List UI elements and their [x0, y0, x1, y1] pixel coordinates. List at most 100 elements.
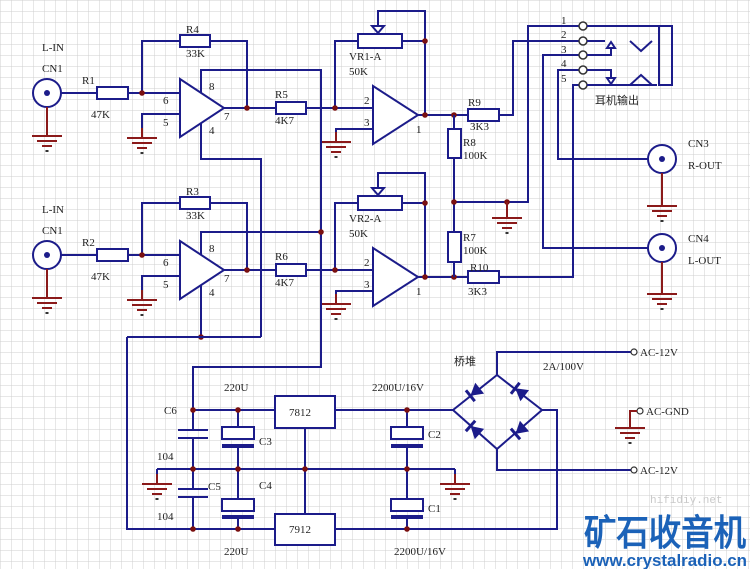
- junction-dot: [139, 90, 145, 96]
- electrolytic-capacitor: [390, 426, 424, 440]
- wire: [587, 48, 612, 56]
- jack-pin-label: 5: [561, 73, 567, 85]
- wire: [141, 275, 180, 290]
- diode-icon: [464, 382, 485, 403]
- c6-ref: C6: [164, 405, 177, 417]
- diode-bar: [464, 419, 477, 433]
- electrolytic-capacitor: [390, 498, 424, 512]
- junction-dot: [451, 199, 457, 205]
- wire: [141, 202, 180, 255]
- junction-dot: [235, 407, 241, 413]
- pot-ref: VR2-A: [349, 213, 381, 225]
- pin-label: 3: [364, 117, 370, 129]
- junction-dot: [302, 466, 308, 472]
- ground-icon: [660, 220, 664, 222]
- cn4-ref: CN4: [688, 233, 709, 245]
- ac-top-label: AC-12V: [640, 347, 678, 359]
- wire: [496, 351, 631, 375]
- jack-contact-icon: [605, 77, 617, 86]
- diode-icon: [509, 381, 530, 402]
- pin-label: 1: [416, 124, 422, 136]
- op-amp: [179, 77, 226, 139]
- ground-icon: [334, 318, 338, 320]
- junction-dot: [422, 200, 428, 206]
- junction-dot: [139, 252, 145, 258]
- pin-label: 8: [209, 243, 215, 255]
- r-fb-ref: R3: [186, 186, 199, 198]
- ground-icon: [660, 308, 664, 310]
- resistor: [357, 195, 403, 211]
- wire: [141, 40, 180, 93]
- wire: [499, 40, 579, 116]
- wire: [210, 40, 248, 108]
- c4-ref: C4: [259, 480, 272, 492]
- c2-ref: C2: [428, 429, 441, 441]
- diode-bar: [464, 389, 476, 403]
- ground-icon: [45, 312, 49, 314]
- wire: [126, 337, 275, 530]
- jack-contact-icon: [605, 40, 617, 49]
- r8-ref: R8: [463, 137, 476, 149]
- junction-dot: [404, 466, 410, 472]
- ground-icon: [505, 232, 509, 234]
- resistor: [275, 263, 307, 277]
- junction-dot: [422, 38, 428, 44]
- rca-connector-pin: [659, 245, 665, 251]
- wire: [499, 84, 579, 278]
- c4-value: 220U: [224, 546, 249, 558]
- input-label: L-IN: [42, 204, 64, 216]
- jack-pin-label: 2: [561, 29, 567, 41]
- wire: [200, 123, 262, 337]
- ac-terminal: [630, 466, 638, 474]
- ground-wire: [629, 410, 637, 418]
- rca-connector-pin: [44, 90, 50, 96]
- c3-value: 220U: [224, 382, 249, 394]
- c2-value: 2200U/16V: [372, 382, 424, 394]
- wire: [377, 10, 426, 115]
- potentiometer-wiper-icon: [369, 25, 387, 35]
- junction-dot: [244, 105, 250, 111]
- diode-triangle: [470, 382, 485, 396]
- junction-dot: [190, 466, 196, 472]
- r-in-value: 47K: [91, 271, 110, 283]
- jack-pin-label: 1: [561, 15, 567, 27]
- pin-label: 2: [364, 95, 370, 107]
- rca-connector-pin: [659, 156, 665, 162]
- regulator-7912-label: 7912: [289, 524, 311, 536]
- resistor: [357, 33, 403, 49]
- r-fb-ref: R4: [186, 24, 199, 36]
- pin-label: 7: [224, 111, 230, 123]
- pot-value: 50K: [349, 66, 368, 78]
- cn3-label: R-OUT: [688, 160, 722, 172]
- jack-pin-label: 3: [561, 44, 567, 56]
- c1-ref: C1: [428, 503, 441, 515]
- c6-value: 104: [157, 451, 174, 463]
- pin-label: 4: [209, 125, 215, 137]
- input-ref: CN1: [42, 63, 63, 75]
- wire: [210, 202, 248, 270]
- wire: [542, 54, 648, 249]
- ac-gnd-terminal: [636, 407, 644, 415]
- diode-triangle: [515, 388, 530, 402]
- pin-label: 1: [416, 286, 422, 298]
- r-mid-ref: R5: [275, 89, 288, 101]
- bridge-rectifier: [451, 373, 544, 451]
- r-in-ref: R2: [82, 237, 95, 249]
- wire: [629, 73, 653, 86]
- resistor: [179, 34, 211, 48]
- junction-dot: [404, 526, 410, 532]
- junction-dot: [332, 267, 338, 273]
- wire: [334, 202, 358, 270]
- ac-terminal: [630, 348, 638, 356]
- watermark-url: www.crystalradio.cn: [582, 551, 747, 569]
- r7-ref: R7: [463, 232, 476, 244]
- wire: [334, 40, 358, 108]
- diode-bar: [509, 427, 522, 441]
- pin-label: 5: [163, 279, 169, 291]
- wire: [335, 128, 373, 132]
- input-label: L-IN: [42, 42, 64, 54]
- r10-ref: R10: [470, 262, 489, 274]
- op-amp: [179, 239, 226, 301]
- pin-label: 6: [163, 95, 169, 107]
